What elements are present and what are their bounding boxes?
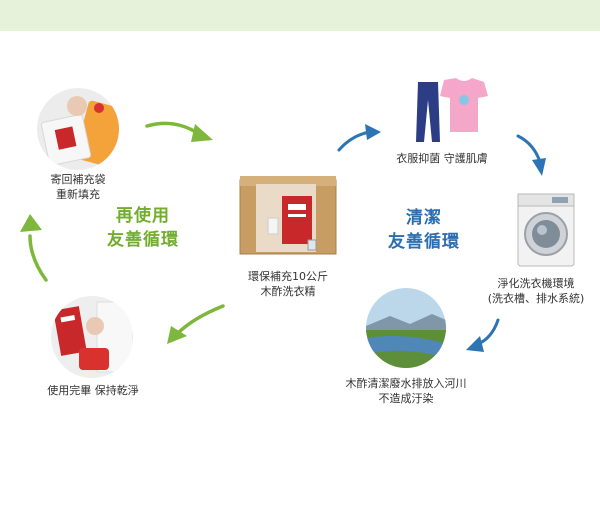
top-banner xyxy=(0,0,600,31)
clean-cycle-slogan: 清潔 友善循環 xyxy=(388,208,460,252)
arrow-product-to-used xyxy=(167,304,225,344)
arrow-used-to-refill xyxy=(20,214,48,282)
clothes-label: 衣服抑菌 守護肌膚 xyxy=(396,152,488,165)
refill-bag-label: 寄回補充袋 重新填充 xyxy=(50,173,106,201)
arrow-clothes-to-washer xyxy=(516,134,546,176)
arrow-product-to-clothes xyxy=(337,124,381,152)
product-label: 環保補充10公斤 木酢洗衣精 xyxy=(248,270,328,298)
clothes-image xyxy=(412,76,488,144)
reuse-cycle-slogan: 再使用 友善循環 xyxy=(107,206,179,250)
arrow-washer-to-river xyxy=(466,318,500,352)
washing-machine-image xyxy=(516,192,576,268)
washer-label: 淨化洗衣機環境 (洗衣槽、排水系統) xyxy=(487,277,585,305)
used-up-label: 使用完畢 保持乾淨 xyxy=(47,384,139,397)
river-photo xyxy=(366,288,446,368)
river-label: 木酢清潔廢水排放入河川 不造成汙染 xyxy=(345,377,467,405)
arrow-refill-to-product xyxy=(145,121,213,142)
used-up-photo xyxy=(51,296,133,378)
product-box-image xyxy=(238,174,338,256)
refill-bag-photo xyxy=(37,88,119,170)
